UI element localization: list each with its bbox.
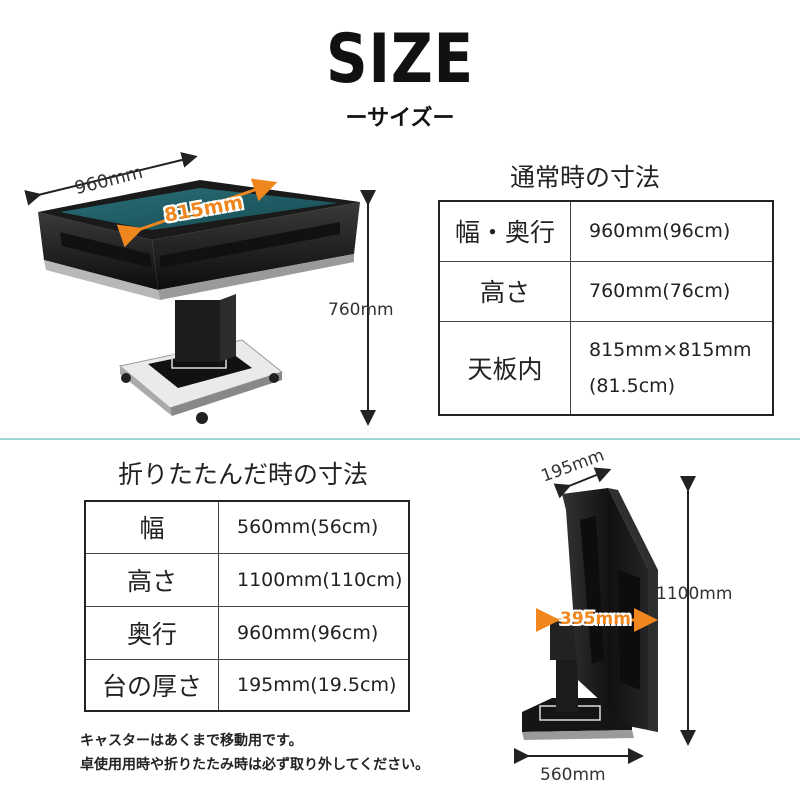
table-row: 奥行 960mm(96cm) [84, 605, 410, 660]
row-value-line: (81.5cm) [589, 374, 676, 397]
row-label: 台の厚さ [84, 658, 219, 712]
row-label: 奥行 [84, 605, 219, 660]
table-row: 幅・奥行 960mm(96cm) [438, 200, 774, 262]
caster-removal-note: 卓使用用時や折りたたみ時は必ず取り外してください。 [80, 757, 430, 773]
section-divider [0, 438, 800, 440]
table-row: 幅 560mm(56cm) [84, 500, 410, 554]
dim-depth-label: 395mm [560, 609, 631, 629]
folded-size-table: 幅 560mm(56cm) 高さ 1100mm(110cm) 奥行 960mm(… [84, 500, 410, 712]
caster-note: キャスターはあくまで移動用です。 [80, 733, 303, 749]
normal-size-heading: 通常時の寸法 [510, 163, 661, 192]
width-arrow [24, 152, 198, 206]
row-value: 1100mm(110cm) [218, 552, 410, 607]
row-label: 幅 [84, 500, 219, 554]
dim-folded-height-label: 1100mm [656, 584, 733, 604]
row-label: 天板内 [438, 320, 571, 416]
table-row: 高さ 760mm(76cm) [438, 260, 774, 322]
row-value: 560mm(56cm) [218, 500, 410, 554]
table-row: 高さ 1100mm(110cm) [84, 552, 410, 607]
row-value: 815mm×815mm (81.5cm) [570, 320, 774, 416]
table-row: 天板内 815mm×815mm (81.5cm) [438, 320, 774, 416]
row-value: 760mm(76cm) [570, 260, 774, 322]
table-row: 台の厚さ 195mm(19.5cm) [84, 658, 410, 712]
row-value: 195mm(19.5cm) [218, 658, 410, 712]
dim-folded-width-label: 560mm [540, 765, 606, 785]
row-value: 960mm(96cm) [218, 605, 410, 660]
row-label: 高さ [84, 552, 219, 607]
folded-size-heading: 折りたたんだ時の寸法 [118, 460, 369, 489]
page-title: SIZE [326, 20, 474, 99]
row-label: 幅・奥行 [438, 200, 571, 262]
normal-size-table: 幅・奥行 960mm(96cm) 高さ 760mm(76cm) 天板内 815m… [438, 200, 774, 416]
inner-arrow [116, 178, 278, 248]
dim-height-label: 760mm [328, 300, 394, 320]
normal-dimension-arrows [24, 152, 376, 426]
row-value-line: 815mm×815mm [589, 338, 752, 361]
folded-table-illustration [514, 467, 696, 764]
row-value: 960mm(96cm) [570, 200, 774, 262]
page-subtitle: ーサイズー [345, 106, 455, 131]
row-label: 高さ [438, 260, 571, 322]
